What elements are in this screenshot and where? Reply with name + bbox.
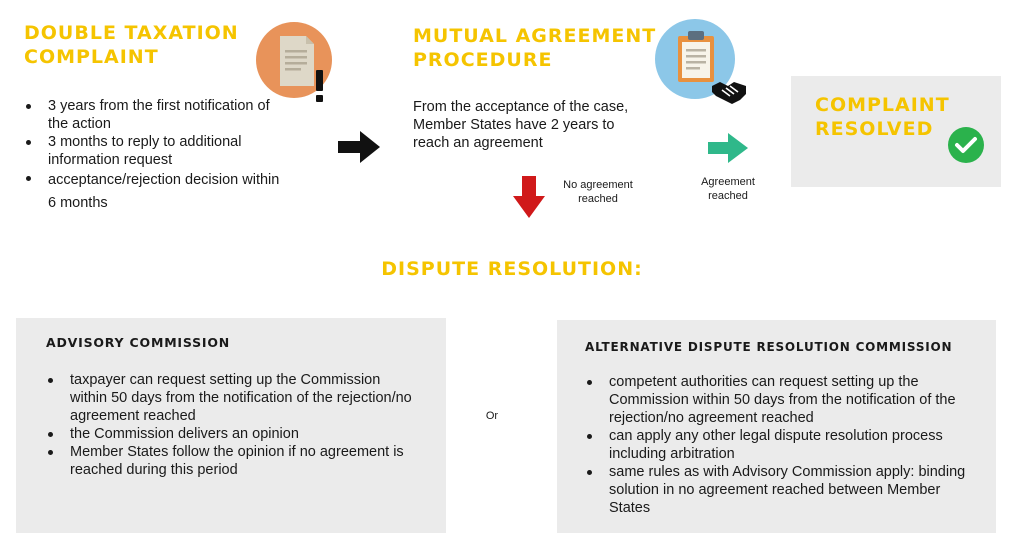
list-item: same rules as with Advisory Commission a… (585, 463, 985, 517)
mutual-agreement-text: From the acceptance of the case, Member … (413, 99, 629, 151)
document-warning-icon (256, 22, 332, 102)
mutual-agreement-title: MUTUAL AGREEMENT PROCEDURE (413, 25, 656, 73)
check-circle-icon (948, 127, 984, 163)
arrow-down-icon (513, 176, 545, 218)
double-taxation-title-line1: DOUBLE TAXATION (24, 22, 239, 44)
handshake-icon (712, 82, 746, 104)
arrow-right-icon (338, 131, 380, 163)
list-item: taxpayer can request setting up the Comm… (46, 371, 416, 425)
arrow-right-green-icon (708, 133, 748, 163)
alternative-commission-title: ALTERNATIVE DISPUTE RESOLUTION COMMISSIO… (585, 340, 953, 354)
mutual-agreement-title-line2: PROCEDURE (413, 48, 553, 71)
or-label: Or (485, 410, 499, 422)
list-item: Member States follow the opinion if no a… (46, 443, 416, 479)
advisory-commission-title: ADVISORY COMMISSION (46, 335, 231, 350)
list-item: the Commission delivers an opinion (46, 425, 416, 443)
list-item: 3 months to reply to additional informat… (24, 133, 284, 169)
advisory-commission-list: taxpayer can request setting up the Comm… (46, 371, 416, 479)
clipboard-icon (655, 19, 735, 99)
dispute-resolution-heading: DISPUTE RESOLUTION: (381, 258, 643, 280)
no-agreement-label: No agreement reached (563, 179, 633, 205)
alternative-commission-box (557, 320, 996, 533)
list-item: acceptance/rejection decision within 6 m… (24, 169, 284, 215)
agreement-label: Agreement reached (701, 176, 755, 202)
list-item: competent authorities can request settin… (585, 373, 985, 427)
list-item: can apply any other legal dispute resolu… (585, 427, 985, 463)
double-taxation-title-line2: COMPLAINT (24, 45, 159, 68)
list-item: 3 years from the first notification of t… (24, 97, 284, 133)
complaint-resolved-title-line1: COMPLAINT (815, 94, 950, 116)
mutual-agreement-title-line1: MUTUAL AGREEMENT (413, 25, 657, 47)
double-taxation-list: 3 years from the first notification of t… (24, 97, 284, 215)
advisory-commission-box (16, 318, 446, 533)
double-taxation-title: DOUBLE TAXATION COMPLAINT (24, 22, 239, 70)
alternative-commission-list: competent authorities can request settin… (585, 373, 985, 517)
complaint-resolved-title: COMPLAINT RESOLVED (815, 94, 950, 142)
complaint-resolved-title-line2: RESOLVED (815, 117, 934, 140)
